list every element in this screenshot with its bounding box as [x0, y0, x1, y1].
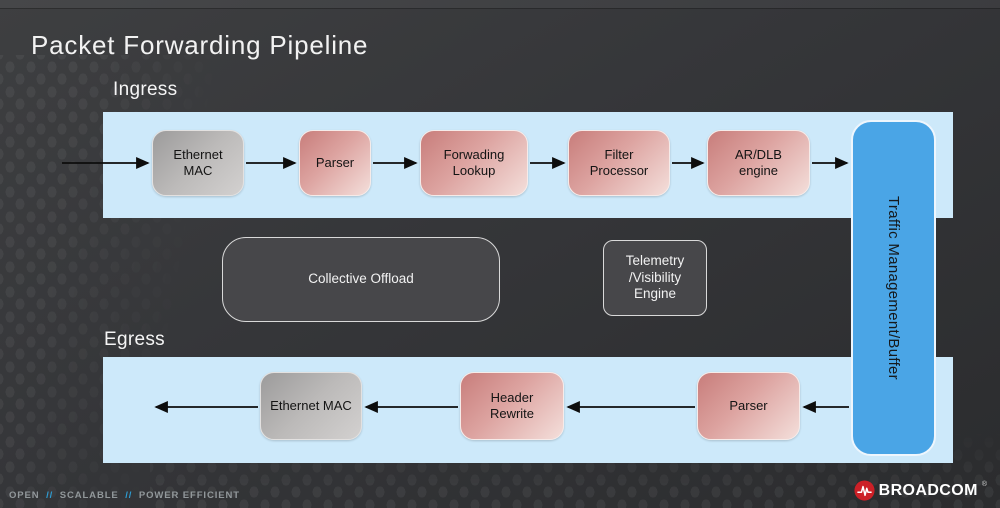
collective-offload-label: Collective Offload — [308, 271, 414, 287]
header-rewrite-label: Header Rewrite — [489, 389, 535, 421]
top-edge-strip — [0, 0, 1000, 9]
broadcom-pulse-icon — [854, 480, 875, 501]
ar-dlb-engine-box: AR/DLB engine — [707, 130, 810, 196]
egress-parser-label: Parser — [729, 397, 768, 413]
egress-ethernet-mac-box: Ethernet MAC — [260, 372, 362, 440]
collective-offload-box: Collective Offload — [222, 237, 500, 322]
egress-parser-box: Parser — [697, 372, 800, 440]
registered-trademark-mark: ® — [981, 481, 987, 488]
footer-separator: // — [46, 490, 54, 501]
filter-processor-label: Filter Processor — [589, 146, 649, 178]
egress-ethernet-mac-label: Ethernet MAC — [270, 397, 352, 413]
forwarding-lookup-box: Forwading Lookup — [420, 130, 528, 196]
footer-word-open: OPEN — [9, 490, 40, 501]
footer-tagline: OPEN // SCALABLE // POWER EFFICIENT — [9, 490, 240, 501]
ingress-label: Ingress — [113, 79, 178, 100]
broadcom-wordmark: BROADCOM — [878, 481, 978, 499]
page-title: Packet Forwarding Pipeline — [31, 30, 369, 60]
footer-separator: // — [125, 490, 133, 501]
ingress-parser-label: Parser — [315, 154, 355, 170]
filter-processor-box: Filter Processor — [568, 130, 670, 196]
ingress-ethernet-mac-box: Ethernet MAC — [152, 130, 244, 196]
telemetry-visibility-engine-box: Telemetry /Visibility Engine — [603, 240, 707, 316]
telemetry-visibility-engine-label: Telemetry /Visibility Engine — [625, 252, 685, 302]
ingress-parser-box: Parser — [299, 130, 371, 196]
ar-dlb-engine-label: AR/DLB engine — [735, 146, 782, 178]
footer-word-scalable: SCALABLE — [59, 490, 119, 501]
broadcom-logo: BROADCOM ® — [854, 480, 987, 501]
footer-word-power-efficient: POWER EFFICIENT — [138, 490, 240, 501]
forwarding-lookup-label: Forwading Lookup — [443, 146, 505, 178]
ingress-ethernet-mac-label: Ethernet MAC — [173, 146, 223, 178]
ingress-band — [103, 112, 953, 218]
egress-label: Egress — [104, 329, 165, 350]
header-rewrite-box: Header Rewrite — [460, 372, 564, 440]
traffic-management-buffer-label: Traffic Management/Buffer — [885, 196, 902, 380]
traffic-management-buffer-box: Traffic Management/Buffer — [851, 120, 936, 456]
